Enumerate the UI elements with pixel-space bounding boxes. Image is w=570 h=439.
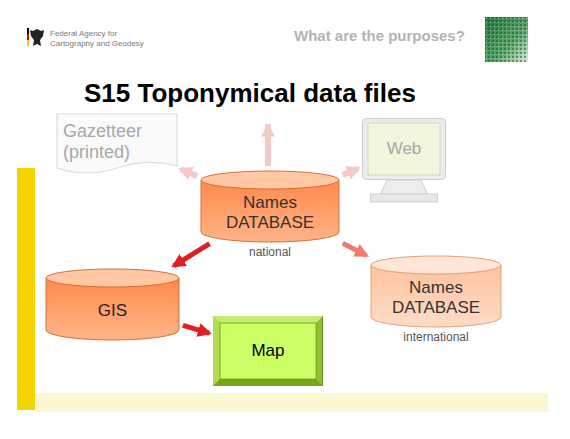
flow-arrow [343, 168, 359, 175]
flow-arrow [181, 169, 198, 176]
bottom-band [35, 393, 548, 412]
gazetteer-sheet: Gazetteer (printed) [57, 114, 177, 172]
database-cylinder: Names DATABASEnational [200, 170, 340, 242]
slide-title: S15 Toponymical data files [84, 78, 416, 108]
flow-arrow [343, 243, 367, 255]
node-text: GIS [98, 301, 127, 321]
corner-texture [485, 17, 528, 62]
map-box: Map [213, 316, 323, 386]
gis-cylinder: GIS [45, 268, 180, 340]
flow-arrow [183, 325, 209, 333]
slide-question: What are the purposes? [294, 27, 465, 45]
side-bar [17, 168, 35, 410]
web-monitor: Web [362, 118, 446, 180]
node-text: Web [387, 139, 422, 159]
node-caption: national [249, 245, 291, 259]
node-text: Names DATABASE [384, 278, 488, 318]
flow-arrow [174, 244, 210, 266]
agency-logo [27, 28, 44, 46]
node-text: Map [251, 341, 284, 361]
node-text: Gazetteer (printed) [63, 121, 163, 163]
database-cylinder: Names DATABASEinternational [370, 255, 502, 327]
faded-arrow [265, 124, 271, 166]
node-text: Names DATABASE [218, 193, 322, 233]
corner-square [485, 17, 528, 62]
node-caption: international [403, 330, 468, 344]
agency-name: Federal Agency for Cartography and Geode… [50, 29, 162, 49]
